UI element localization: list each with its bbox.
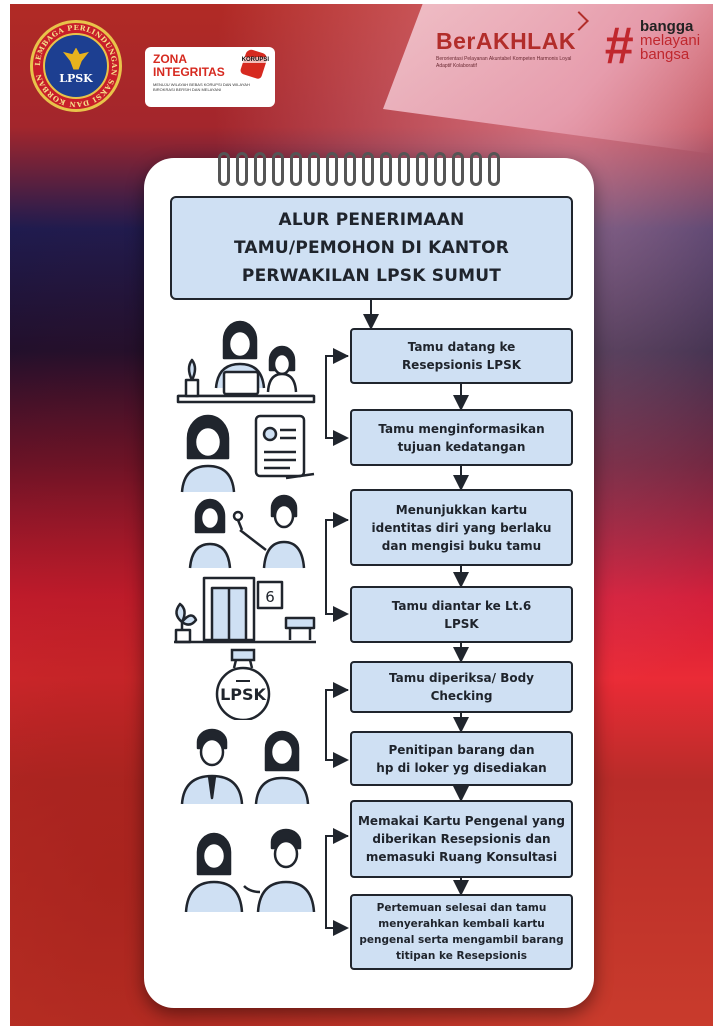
hashtag-icon: # [604,17,633,75]
receptionist-desk-illustration [176,320,316,404]
elevator-lobby-illustration: 6 [174,576,316,644]
spiral-binding [218,152,508,192]
flow-step-1-text: Tamu datang ke Resepsionis LPSK [401,340,522,372]
zona-line2: INTEGRITAS [153,65,225,79]
lpsk-logo: LPSK [30,20,122,112]
berakhlak-subtitle: Berorientasi Pelayanan Akuntabel Kompete… [436,56,572,69]
flow-step-4: Tamu diantar ke Lt.6 LPSK [350,586,573,643]
flow-step-2: Tamu menginformasikan tujuan kedatangan [350,409,573,466]
flow-step-6-text: Penitipan barang dan hp di loker yg dise… [376,742,547,775]
bangga-line1: bangga [640,18,694,35]
flow-step-3-text: Menunjukkan kartu identitas diri yang be… [371,502,552,553]
zona-subtitle: MENUJU WILAYAH BEBAS KORUPSI DAN WILAYAH… [153,82,250,92]
flow-step-6: Penitipan barang dan hp di loker yg dise… [350,731,573,786]
flow-step-3: Menunjukkan kartu identitas diri yang be… [350,489,573,566]
lpsk-logo-shield: LPSK [43,33,109,99]
flow-step-5: Tamu diperiksa/ Body Checking [350,661,573,713]
lpsk-badge-illustration: LPSK [215,648,271,720]
lpsk-logo-ring-text: LEMBAGA PERLINDUNGAN SAKSI DAN KORBAN [33,23,119,109]
bangga-line2: melayani [640,32,701,49]
zona-line1: ZONA [153,52,187,66]
flow-step-8: Pertemuan selesai dan tamu menyerahkan k… [350,894,573,970]
consultation-meeting-illustration [184,828,316,912]
title-line1: ALUR PENERIMAAN [278,210,465,230]
bangga-melayani-logo: bangga melayani bangsa [640,18,701,63]
flow-step-7-text: Memakai Kartu Pengenal yang diberikan Re… [357,814,565,864]
temperature-check-illustration [188,494,306,569]
flow-step-8-text: Pertemuan selesai dan tamu menyerahkan k… [359,902,564,962]
page-title: ALUR PENERIMAAN TAMU/PEMOHON DI KANTOR P… [170,196,573,300]
berakhlak-logo: BerAKHLAK [436,28,576,54]
zona-stamp-text: KORUPSI [241,57,269,63]
title-line2: TAMU/PEMOHON DI KANTOR [233,238,510,258]
flow-step-2-text: Tamu menginformasikan tujuan kedatangan [378,421,545,454]
badge-label: LPSK [220,685,266,704]
bangga-line3: bangsa [640,46,690,63]
zona-integritas-logo: ZONA INTEGRITAS MENUJU WILAYAH BEBAS KOR… [145,47,275,107]
lpsk-logo-text: LPSK [59,71,93,85]
title-line3: PERWAKILAN LPSK SUMUT [241,266,502,286]
flow-step-4-text: Tamu diantar ke Lt.6 LPSK [391,598,532,631]
flow-step-7: Memakai Kartu Pengenal yang diberikan Re… [350,800,573,878]
guest-id-card-illustration [180,414,315,493]
security-staff-illustration [180,728,310,804]
flow-step-5-text: Tamu diperiksa/ Body Checking [388,671,534,703]
flow-step-1: Tamu datang ke Resepsionis LPSK [350,328,573,384]
elevator-floor-label: 6 [265,588,275,606]
